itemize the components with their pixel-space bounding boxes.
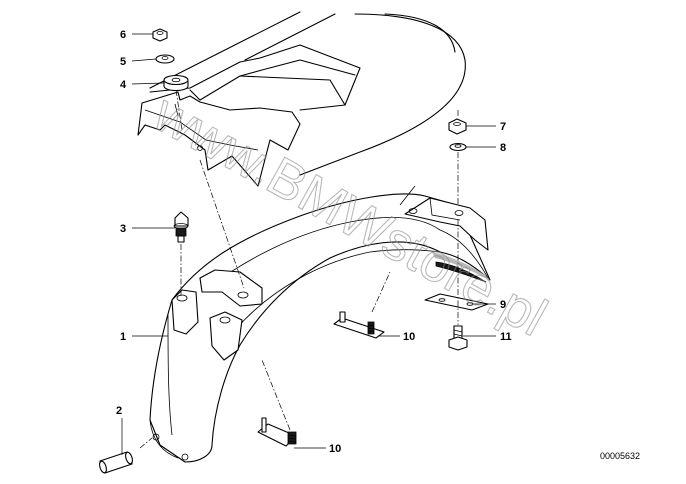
frame-subframe-drawing	[137, 11, 466, 187]
callout-4: 4	[120, 79, 127, 91]
part-2-spacer	[99, 451, 133, 474]
callout-5: 5	[120, 56, 126, 68]
part-5-washer	[155, 54, 175, 64]
part-10-bracket-lower	[257, 417, 297, 447]
callout-6: 6	[120, 29, 126, 41]
callout-2: 2	[116, 405, 122, 417]
part-11-bolt	[448, 325, 468, 351]
part-7-nut	[448, 118, 467, 135]
part-8-washer	[449, 142, 467, 152]
callout-9: 9	[500, 299, 506, 311]
leader-lines	[121, 33, 496, 455]
part-6-nut	[152, 28, 168, 42]
part-10-bracket-upper	[333, 311, 385, 339]
callout-3: 3	[120, 223, 126, 235]
callout-10-lower: 10	[329, 443, 341, 455]
callout-1: 1	[120, 331, 126, 343]
callout-11: 11	[500, 331, 512, 343]
diagram-id: 00005632	[600, 451, 640, 461]
assembly-lines	[139, 89, 459, 449]
part-3-rubber-buffer	[173, 211, 189, 243]
callout-10-upper: 10	[403, 331, 415, 343]
callout-8: 8	[500, 142, 506, 154]
callout-7: 7	[500, 121, 506, 133]
part-4-grommet	[163, 74, 189, 92]
